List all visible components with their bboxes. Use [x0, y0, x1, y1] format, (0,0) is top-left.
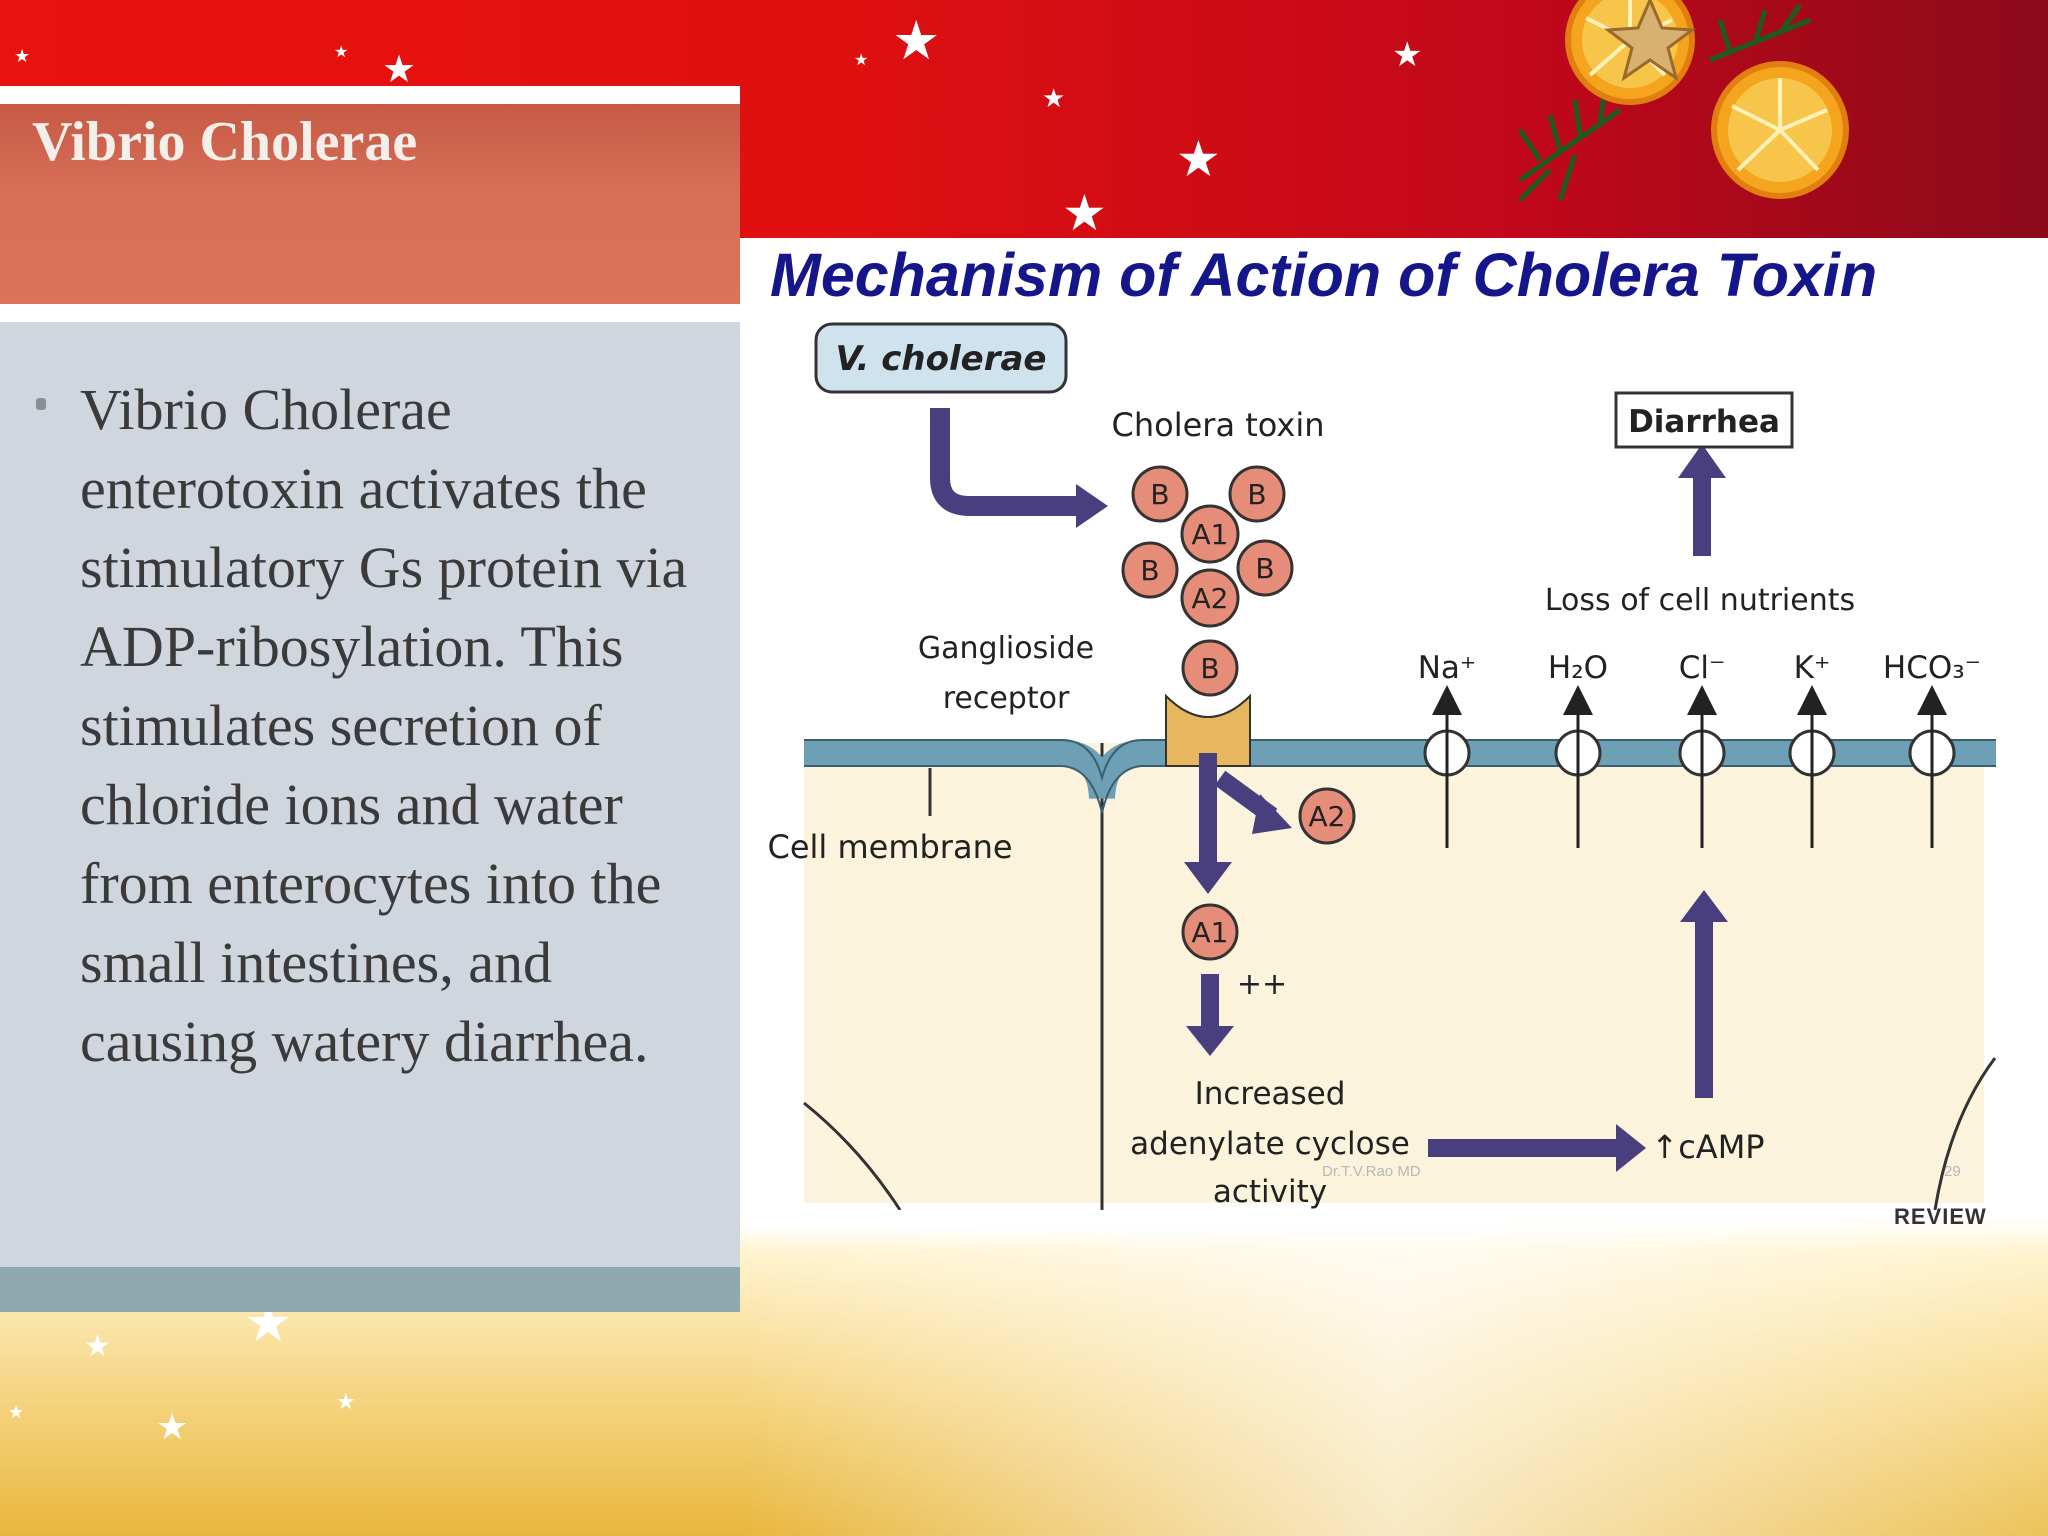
ganglioside-label: Ganglioside — [918, 631, 1094, 666]
ion-label: K⁺ — [1794, 650, 1831, 686]
left-footer-bar — [0, 1267, 740, 1312]
ion-label: H₂O — [1548, 650, 1608, 686]
pine-branch-icon — [1517, 3, 1811, 202]
star-icon: ★ — [336, 1390, 356, 1415]
cholera-toxin-diagram: V. cholerae Cholera toxin B B B B A1 A2 … — [767, 322, 1997, 1210]
ion-label: Na⁺ — [1418, 650, 1477, 686]
ion-label: HCO₃⁻ — [1883, 650, 1981, 686]
slide-title: Vibrio Cholerae — [32, 111, 418, 173]
star-ornament-icon — [1603, 0, 1697, 82]
h2o-channel — [1554, 685, 1602, 848]
cell-membrane — [804, 740, 1996, 800]
hco3-channel — [1908, 685, 1956, 848]
review-stamp: REVIEW — [1894, 1204, 1987, 1229]
increased-label: Increased — [1195, 1076, 1346, 1112]
subunit-a1-label: A1 — [1192, 518, 1229, 551]
star-icon: ★ — [156, 1407, 189, 1448]
star-icon: ★ — [1042, 84, 1066, 114]
subunit-b-label: B — [1140, 554, 1159, 587]
star-icon: ★ — [854, 50, 869, 69]
na-channel — [1423, 685, 1471, 848]
subunit-b-label: B — [1200, 652, 1219, 685]
receptor-label: receptor — [943, 681, 1070, 716]
left-content-panel — [0, 86, 740, 1312]
star-icon: ★ — [1062, 184, 1107, 242]
star-icon: ★ — [84, 1329, 111, 1364]
left-title-bar — [0, 104, 740, 304]
subunit-b-label: B — [1255, 552, 1274, 585]
cell-membrane-label: Cell membrane — [767, 828, 1012, 866]
star-icon: ★ — [1176, 130, 1221, 188]
a1-label: A1 — [1192, 916, 1229, 949]
orange-slices-decoration — [1517, 0, 1849, 202]
ganglioside-receptor — [1165, 693, 1251, 767]
activity-label: activity — [1213, 1174, 1327, 1210]
toxin-complex: B B B B A1 A2 B — [1121, 465, 1294, 697]
adenylate-label: adenylate cyclose — [1130, 1126, 1410, 1162]
subunit-a2-label: A2 — [1192, 582, 1229, 615]
a2-circle — [1298, 787, 1356, 845]
diarrhea-box — [1614, 391, 1794, 449]
v-cholerae-box — [814, 322, 1068, 394]
star-icon: ★ — [14, 46, 31, 67]
diarrhea-label: Diarrhea — [1628, 404, 1780, 440]
cell-boundary — [1933, 1057, 1997, 1210]
bullet-text: Vibrio Cholerae enterotoxin activates th… — [80, 377, 688, 1074]
ion-channels — [1423, 685, 1956, 848]
subunit-b-label: B — [1150, 478, 1169, 511]
a2-label: A2 — [1309, 800, 1346, 833]
star-icon: ★ — [8, 1402, 25, 1423]
a1-circle — [1181, 903, 1239, 961]
cholera-toxin-label: Cholera toxin — [1112, 406, 1325, 444]
figure-title: Mechanism of Action of Cholera Toxin — [770, 241, 1878, 309]
orange-slice-icon — [1711, 61, 1849, 199]
v-cholerae-label: V. cholerae — [836, 339, 1047, 379]
ion-label: Cl⁻ — [1679, 650, 1726, 686]
star-icon: ★ — [892, 9, 941, 72]
watermark: Dr.T.V.Rao MD — [1322, 1163, 1421, 1180]
star-icon: ★ — [382, 47, 417, 91]
bottom-fade — [740, 1220, 2048, 1536]
bullet-icon — [36, 398, 46, 410]
star-icon: ★ — [1392, 35, 1423, 75]
arrow-to-toxin — [930, 408, 1080, 516]
camp-label: ↑cAMP — [1651, 1128, 1764, 1166]
cl-channel — [1678, 685, 1726, 848]
k-channel — [1788, 685, 1836, 848]
loss-of-nutrients-label: Loss of cell nutrients — [1545, 583, 1855, 618]
page-number: 29 — [1944, 1163, 1961, 1180]
subunit-b-label: B — [1247, 478, 1266, 511]
star-icon: ★ — [334, 42, 349, 61]
cell-interior — [804, 743, 1984, 1203]
left-body — [0, 322, 740, 1267]
plus-plus-label: ++ — [1237, 967, 1287, 1002]
cell-boundary — [803, 1101, 902, 1210]
